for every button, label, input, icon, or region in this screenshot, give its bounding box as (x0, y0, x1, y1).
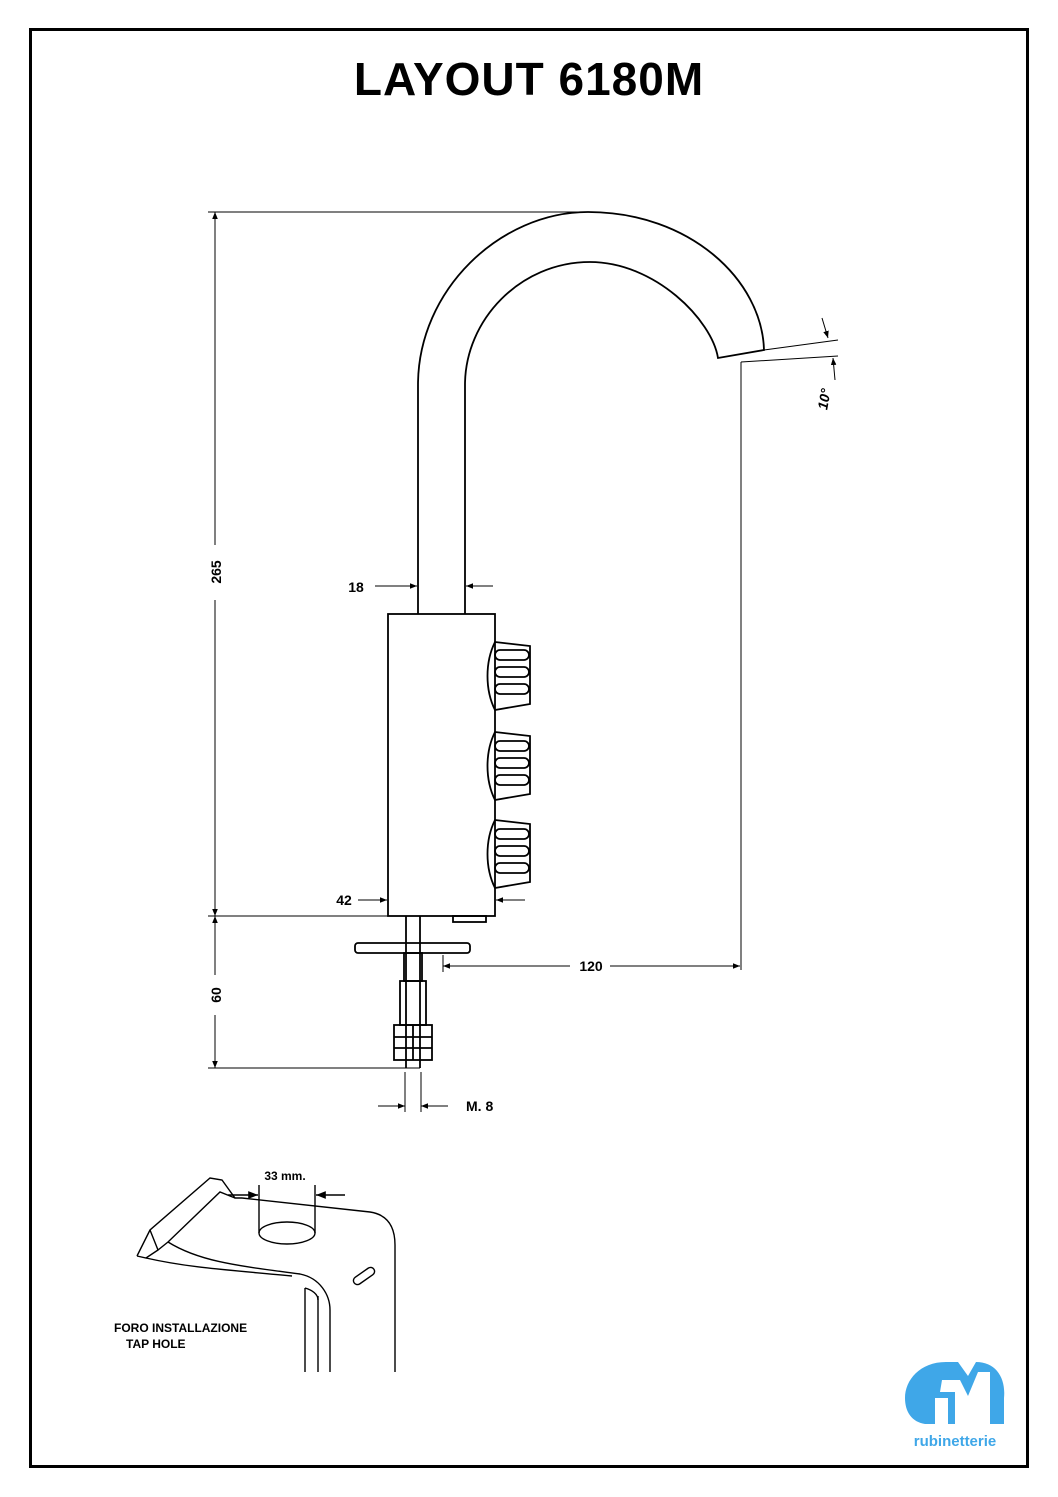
dim-33mm: 33 mm. (264, 1169, 305, 1183)
tap-hole (258, 1221, 316, 1245)
washer (354, 942, 471, 954)
gm-logo-mark (905, 1362, 1005, 1424)
faucet (354, 211, 765, 1068)
tap-hole-detail (136, 1177, 396, 1372)
gm-logo: rubinetterie (905, 1362, 1005, 1450)
drawing-title: LAYOUT 6180M (353, 53, 705, 105)
dim-265: 265 (208, 560, 224, 584)
dimension-lines (208, 211, 839, 1112)
dim-120: 120 (579, 958, 603, 974)
control-module-1 (486, 641, 531, 711)
tap-hole-label-it: FORO INSTALLAZIONE (114, 1321, 247, 1335)
dim-60: 60 (208, 987, 224, 1003)
fixing-stud (354, 916, 471, 1068)
dim-m8: M. 8 (466, 1098, 493, 1114)
control-module-2 (486, 731, 531, 801)
control-modules (486, 641, 531, 889)
tap-hole-label-en: TAP HOLE (126, 1337, 186, 1351)
dim-18: 18 (348, 579, 364, 595)
spout (417, 211, 765, 614)
faucet-body (387, 613, 496, 917)
dim-angle: 10° (814, 387, 834, 411)
drawing-frame (29, 28, 1029, 1468)
gm-logo-name: rubinetterie (914, 1433, 997, 1450)
dim-42: 42 (336, 892, 352, 908)
control-module-3 (486, 819, 531, 889)
